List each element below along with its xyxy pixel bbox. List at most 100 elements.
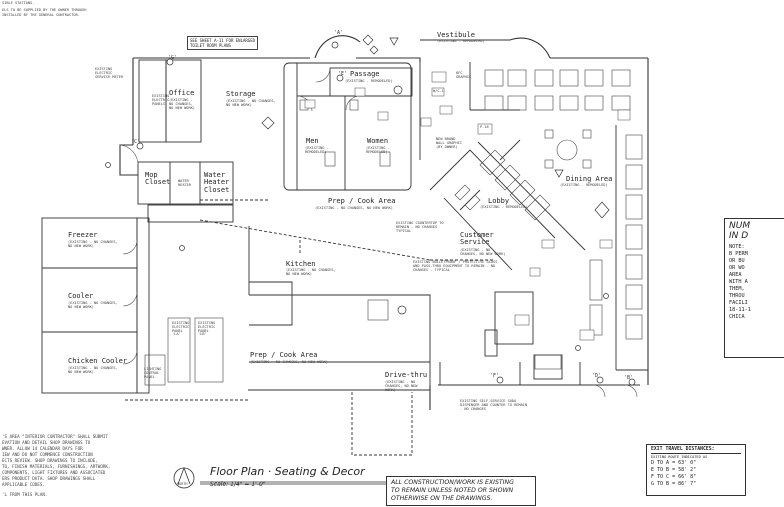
num-legend-line: AREA — [729, 272, 742, 278]
room-office: Office — [169, 89, 195, 97]
marker-b-circle — [628, 378, 636, 386]
room-prep-cook-1-note: (EXISTING - NO CHANGES, NO NEW WORK) — [315, 206, 393, 210]
exterior-wall-left — [119, 58, 138, 176]
room-men-note: (EXISTING - REMODELED) — [305, 146, 329, 154]
bottom-note-line: ERS PRODUCT DATA. SHOP DRAWINGS SHALL — [2, 476, 96, 481]
exit-distance: 58' 2" — [678, 467, 697, 473]
room-passage-note: (EXISTING - REMODELED) — [345, 79, 393, 83]
annotation-electric-panels: EXISTING ELECTRIC PANELS — [152, 94, 170, 106]
exterior-wall-bottom — [248, 384, 640, 410]
room-cooler: Cooler — [68, 292, 94, 300]
general-note-box: ALL CONSTRUCTION/WORK IS EXISTING TO REM… — [386, 476, 536, 506]
restroom-block — [283, 62, 412, 191]
sheet-reference-box: SEE SHEET A-11 FOR ENLARGED TOILET ROOM … — [187, 36, 259, 50]
bottom-note-line: COMPONENTS, LIGHT FIXTURES AND ASSOCIATE… — [2, 470, 106, 475]
exit-route: D TO A = — [651, 460, 679, 466]
room-dining-note: (EXISTING - REMODELED) — [560, 183, 608, 187]
num-legend-line: CHICA — [729, 314, 745, 320]
bottom-note-line: TO, FINISH MATERIALS, FURNISHINGS, ARTWO… — [2, 464, 111, 469]
marker-c-circle — [136, 142, 144, 150]
bottom-note-line: 'S AREA "INTERIOR CONTRACTOR" SHALL SUBM… — [2, 434, 108, 439]
sheet-ref-line-2: TOILET ROOM PLANS — [190, 43, 231, 48]
annotation-soda: EXISTING SELF-SERVICE SODA DISPENSER AND… — [460, 399, 528, 411]
marker-a: 'A' — [334, 30, 344, 36]
vestibule-arch — [314, 35, 551, 59]
general-note-line-2: TO REMAIN UNLESS NOTED OR SHOWN — [391, 487, 514, 494]
marker-g-circle — [166, 58, 174, 66]
marker-e: 'E' — [338, 71, 348, 77]
exit-travel-row: F TO C = 66' 8" — [651, 474, 741, 481]
room-mop-closet: Mop Closet — [145, 171, 171, 187]
room-chicken-cooler-note: (EXISTING - NO CHANGES, NO NEW WORK) — [68, 366, 118, 374]
room-prep-cook-2: Prep / Cook Area — [250, 351, 318, 359]
room-passage: Passage — [350, 70, 380, 78]
num-legend-line: NOTE: — [729, 244, 745, 250]
tag-p16: P-16 — [480, 125, 489, 129]
exit-travel-title: EXIT TRAVEL DISTANCES: — [651, 447, 741, 454]
exit-distance: 86' 7" — [678, 481, 697, 487]
general-note-line-3: OTHERWISE ON THE DRAWINGS. — [391, 495, 493, 502]
room-prep-cook-1: Prep / Cook Area — [328, 197, 396, 205]
exit-route: E TO B = — [651, 467, 679, 473]
drawing-title: Floor Plan · Seating & Decor — [210, 465, 365, 478]
marker-a-circle — [331, 41, 339, 49]
top-note-3: INSTALLED BY THE GENERAL CONTRACTOR. — [2, 13, 80, 17]
exit-travel-row: G TO B = 86' 7" — [651, 481, 741, 488]
room-storage-note: (EXISTING - NO CHANGES, NO NEW WORK) — [226, 99, 276, 107]
room-lobby: Lobby — [488, 197, 510, 205]
annotation-lighting-control: LIGHTING CONTROL PANEL — [144, 367, 162, 379]
room-vestibule: Vestibule — [437, 31, 475, 39]
room-women-note: (EXISTING - REMODELED) — [366, 146, 390, 154]
annotation-electric-meter: EXISTING ELECTRIC SERVICE METER — [95, 67, 124, 79]
room-men: Men — [306, 137, 319, 145]
room-kitchen: Kitchen — [286, 260, 316, 268]
room-freezer-note: (EXISTING - NO CHANGES, NO NEW WORK) — [68, 240, 118, 248]
bottom-note-line: ECTS REVIEW. SHOP DRAWINGS TO INCLUDE, — [2, 458, 98, 463]
sheet-ref-line-1: SEE SHEET A-11 FOR ENLARGED — [190, 38, 256, 43]
round-table — [556, 139, 578, 161]
marker-b: 'B' — [624, 375, 634, 381]
marker-f-circle — [496, 376, 504, 384]
marker-f: 'F' — [490, 373, 500, 379]
exit-travel-subtitle: EXITING ROUTE INDICATED AS — [651, 455, 708, 459]
exit-distance: 63' 0" — [678, 460, 697, 466]
room-storage: Storage — [226, 90, 256, 98]
drawing-scale: Scale: 1/4" = 1'-0" — [210, 481, 266, 488]
kitchen-walls — [248, 226, 431, 390]
lobby-diagonal-walls — [419, 110, 586, 271]
annotation-elec-panel-a: EXISTING ELECTRIC PANEL 'LA' — [172, 321, 190, 337]
num-legend-line: OR BU — [729, 258, 745, 264]
water-heater-tag: WATER HEATER — [178, 179, 191, 187]
room-cooler-note: (EXISTING - NO CHANGES, NO NEW WORK) — [68, 301, 118, 309]
annotation-countertop: EXISTING COUNTERTOP TO REMAIN - NO CHANG… — [396, 221, 444, 233]
num-legend-line: 18-11-1 — [729, 307, 751, 313]
exit-travel-box: EXIT TRAVEL DISTANCES: EXITING ROUTE IND… — [646, 444, 746, 496]
room-freezer: Freezer — [68, 231, 98, 239]
room-office-note: (EXISTING - NO CHANGES, NO NEW WORK) — [169, 98, 195, 110]
from-plan-note: 'L FROM THIS PLAN. — [2, 492, 48, 497]
room-vestibule-note: (EXISTING - REMODELED) — [437, 39, 485, 43]
top-note-2: ELS TO BE SUPPLIED BY THE OWNER THROUGH — [2, 8, 87, 12]
room-dining: Dining Area — [566, 175, 613, 183]
exit-travel-row: D TO A = 63' 0" — [651, 460, 741, 467]
room-prep-cook-2-note: (EXISTING - NO CHANGES, NO NEW WORK) — [250, 360, 328, 364]
num-legend-title-1: NUM — [729, 221, 751, 231]
general-note-line-1: ALL CONSTRUCTION/WORK IS EXISTING — [391, 479, 514, 486]
north-label: NORTH — [177, 482, 188, 486]
bottom-note-line: WNER. ALLOW 14 CALENDAR DAYS FOR — [2, 446, 83, 451]
exterior-wall-top — [133, 39, 648, 62]
annotation-bulletproof: EXISTING BULLETPROOF / PROTECTIVE GLASS … — [413, 260, 498, 272]
room-kitchen-note: (EXISTING - NO CHANGES, NO NEW WORK) — [286, 268, 336, 276]
num-legend-line: WITH A — [729, 279, 748, 285]
marker-e-circle — [336, 74, 344, 82]
tag-wc-1: W/C-1 — [433, 89, 444, 93]
marker-d-circle — [596, 376, 604, 384]
exit-travel-row: E TO B = 58' 2" — [651, 467, 741, 474]
annotation-brand-graphic: NEW BRAND WALL GRAPHIC (BY OWNER) — [436, 137, 462, 149]
marker-c: 'C' — [131, 139, 141, 145]
room-drive-thru-note: (EXISTING - NO CHANGES, NO NEW WORK) — [385, 380, 418, 392]
exit-distance: 66' 8" — [678, 474, 697, 480]
room-women: Women — [367, 137, 389, 145]
